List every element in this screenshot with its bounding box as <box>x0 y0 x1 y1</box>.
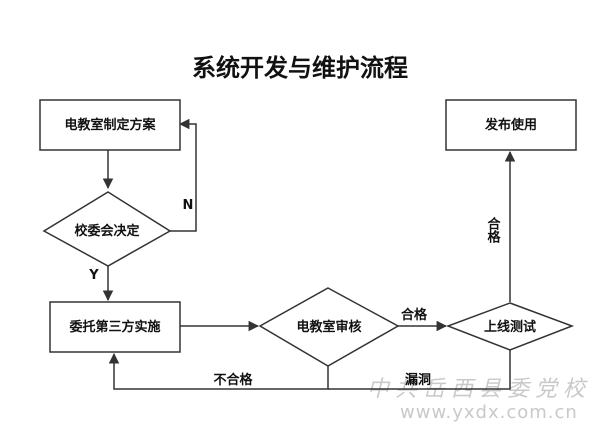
watermark-url: www.yxdx.com.cn <box>400 402 578 423</box>
node-plan-label: 电教室制定方案 <box>64 117 156 133</box>
node-delegate-box <box>49 301 181 353</box>
edge-label-no: N <box>183 198 194 213</box>
edge-test-bug-back <box>328 350 511 390</box>
diagram-title: 系统开发与维护流程 <box>192 54 408 82</box>
node-plan-box <box>39 99 181 151</box>
node-decision-diamond <box>42 191 172 267</box>
node-publish-box <box>445 99 577 151</box>
edge-decision-no-to-plan <box>170 118 197 232</box>
node-review-diamond <box>258 287 400 367</box>
edge-label-yes: Y <box>88 268 99 283</box>
edge-review-fail-to-delegate <box>108 352 329 390</box>
node-review-label: 电教室审核 <box>296 319 361 335</box>
node-test-label: 上线测试 <box>484 319 536 335</box>
node-publish-label: 发布使用 <box>484 117 537 133</box>
edge-label-fail: 不合格 <box>213 372 253 388</box>
node-test-diamond <box>445 302 575 351</box>
edge-label-bug: 漏洞 <box>405 372 431 388</box>
edge-label-review-pass: 合格 <box>401 307 428 323</box>
edge-label-test-pass: 合格 <box>485 216 501 244</box>
node-delegate-label: 委托第三方实施 <box>68 319 160 335</box>
node-decision-label: 校委会决定 <box>74 223 139 239</box>
